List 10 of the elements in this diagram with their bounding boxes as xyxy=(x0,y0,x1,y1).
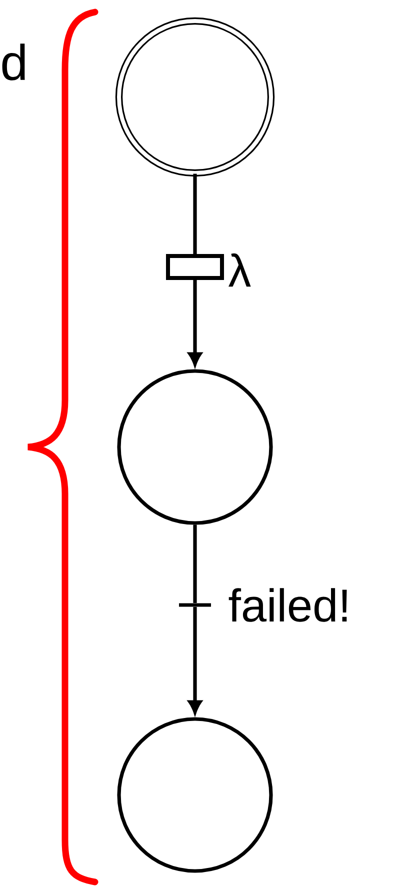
transition-label: failed! xyxy=(228,588,347,622)
transition-bar xyxy=(179,603,211,607)
place-circle xyxy=(117,717,273,873)
side-label: d xyxy=(2,44,25,80)
place-circle xyxy=(115,17,275,177)
connector-line xyxy=(193,524,197,603)
connector-line xyxy=(193,174,197,254)
transition-label: λ xyxy=(228,253,251,287)
place-circle xyxy=(117,369,273,525)
transition-box xyxy=(166,254,224,280)
